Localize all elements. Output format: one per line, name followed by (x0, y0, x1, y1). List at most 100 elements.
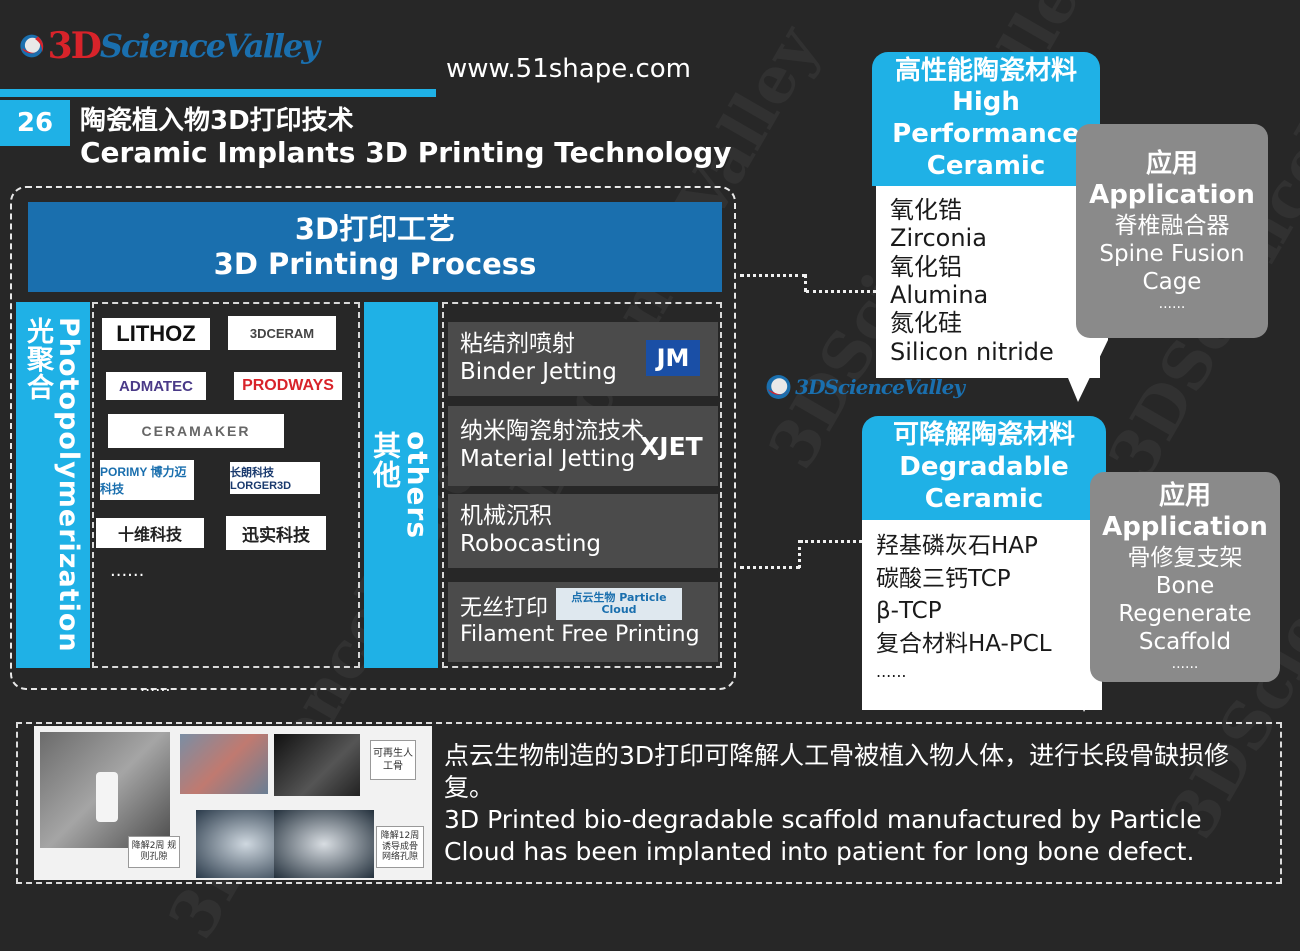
particle-cloud-logo: 点云生物 Particle Cloud (556, 588, 682, 620)
application-card-1: 应用 Application 脊椎融合器 Spine Fusion Cage .… (1076, 124, 1268, 338)
tech-cn: 无丝打印 (460, 595, 549, 621)
material-item: Silicon nitride (890, 337, 1054, 366)
connector (740, 274, 806, 277)
admatec-logo: ADMATEC (106, 372, 206, 400)
photopolymerization-label: Photopolymerization 光聚合 (22, 317, 84, 653)
surgery-photo (180, 734, 268, 794)
high-perf-header: 高性能陶瓷材料 High Performance Ceramic (872, 52, 1100, 186)
3dceram-logo: 3DCERAM (228, 316, 336, 350)
arrow-icon (1068, 330, 1108, 402)
high-perf-title-en-1: High (952, 87, 1020, 118)
others-label-en: others (401, 430, 435, 540)
tech-en: Robocasting (460, 531, 601, 557)
app1-cn: 应用 (1145, 148, 1198, 179)
degradable-title-en-2: Ceramic (924, 483, 1044, 514)
high-perf-title-en-3: Ceramic (926, 150, 1046, 181)
material-item: Zirconia (890, 224, 987, 253)
app2-item-en-1: Bone (1155, 573, 1215, 600)
process-header: 3D打印工艺 3D Printing Process (28, 202, 722, 292)
ceramaker-logo: CERAMAKER (108, 414, 284, 448)
printer-photo (40, 732, 170, 848)
photopolymerization-label-en: Photopolymerization (53, 317, 85, 653)
photo-label: 降解2周 规则孔隙 (128, 836, 180, 868)
photopolymerization-label-cn: 光聚合 (22, 317, 53, 402)
page-title-cn: 陶瓷植入物3D打印技术 (80, 106, 354, 136)
app2-item-cn: 骨修复支架 (1127, 545, 1243, 572)
3dsv-logo-icon (20, 34, 44, 58)
process-title-en: 3D Printing Process (213, 247, 537, 281)
case-box (16, 722, 1282, 884)
app2-cn: 应用 (1158, 480, 1211, 511)
shiwei-logo: 十维科技 (96, 518, 204, 548)
lorger3d-logo: 长朗科技 LORGER3D (230, 462, 320, 494)
companies-box (92, 302, 360, 668)
lithoz-logo: LITHOZ (102, 318, 210, 350)
brand-logo: 3D ScienceValley (18, 6, 320, 86)
material-item: β-TCP (876, 598, 942, 625)
case-photo-panel: 可再生人工骨 降解2周 规则孔隙 降解12周 诱导成骨 网络孔隙 (34, 726, 432, 880)
photo-label: 降解12周 诱导成骨 网络孔隙 (376, 826, 424, 868)
case-text-cn: 点云生物制造的3D打印可降解人工骨被植入物人体，进行长段骨缺损修复。 (444, 741, 1230, 802)
degradable-materials: 羟基磷灰石HAP 碳酸三钙TCP β-TCP 复合材料HA-PCL ...... (862, 520, 1102, 710)
photo-label: 可再生人工骨 (370, 740, 416, 780)
connector (806, 290, 876, 293)
material-item: 氧化锆 (890, 196, 962, 224)
slide-number: 26 (0, 100, 70, 146)
high-perf-materials: 氧化锆 Zirconia 氧化铝 Alumina 氮化硅 Silicon nit… (876, 186, 1100, 378)
material-item: Alumina (890, 280, 989, 309)
tech-en: Material Jetting (460, 446, 636, 472)
material-item: 氧化铝 (890, 252, 962, 281)
app1-item-en-1: Spine Fusion (1099, 241, 1245, 268)
others-bar: others 其他 (364, 302, 438, 668)
brand-logo-text-2: ScienceValley (99, 27, 320, 65)
title-accent-bar (0, 89, 436, 97)
ct-photo-12w (274, 810, 374, 878)
jm-logo: JM (646, 340, 700, 376)
high-perf-title-en-2: Performance (892, 119, 1080, 149)
tech-cn: 机械沉积 (460, 503, 552, 530)
material-item: ...... (876, 661, 907, 681)
app2-item-en-3: Scaffold (1138, 629, 1232, 656)
xjet-logo: XJET (640, 432, 703, 461)
app2-more: ...... (1171, 656, 1199, 673)
high-perf-title-cn: 高性能陶瓷材料 (894, 55, 1077, 86)
3dsv-logo-icon (766, 375, 791, 399)
tech-en: Binder Jetting (460, 359, 617, 385)
material-item: 复合材料HA-PCL (876, 630, 1052, 657)
brand-logo-text: 3D (47, 25, 102, 67)
companies-more: ...... (110, 560, 145, 581)
xray-photo (274, 734, 360, 796)
app1-en: Application (1089, 180, 1255, 211)
application-card-2: 应用 Application 骨修复支架 Bone Regenerate Sca… (1090, 472, 1280, 682)
page-title-en: Ceramic Implants 3D Printing Technology (80, 136, 732, 169)
connector (798, 540, 801, 568)
app2-en: Application (1102, 512, 1268, 543)
xunshi-logo: 迅实科技 (226, 516, 326, 550)
mini-brand-logo-text: 3DScienceValley (795, 375, 965, 399)
connector (800, 540, 862, 543)
tech-en: Filament Free Printing (460, 622, 700, 647)
others-label-cn: 其他 (369, 430, 402, 489)
photopolymerization-bar: Photopolymerization 光聚合 (16, 302, 90, 668)
tech-cn: 粘结剂喷射 (460, 331, 575, 358)
website-link[interactable]: www.51shape.com (446, 54, 692, 84)
others-label: others 其他 (369, 430, 435, 540)
tech-cn: 纳米陶瓷射流技术 (460, 418, 644, 445)
mini-brand-logo: 3DScienceValley (764, 356, 965, 418)
case-text-en: 3D Printed bio-degradable scaffold manuf… (444, 805, 1202, 866)
material-item: 氮化硅 (890, 309, 962, 338)
material-item: 碳酸三钙TCP (876, 565, 1011, 592)
material-item: 羟基磷灰石HAP (876, 533, 1038, 559)
degradable-title-cn: 可降解陶瓷材料 (892, 420, 1075, 451)
app2-item-en-2: Regenerate (1118, 601, 1252, 628)
process-more: ...... (140, 676, 171, 695)
process-title-cn: 3D打印工艺 (294, 212, 456, 247)
process-frame (10, 186, 736, 690)
connector (804, 274, 807, 292)
app1-more: ...... (1158, 296, 1186, 313)
degradable-title-en-1: Degradable (899, 452, 1069, 483)
app1-item-cn: 脊椎融合器 (1114, 213, 1230, 240)
techs-box (442, 302, 722, 668)
